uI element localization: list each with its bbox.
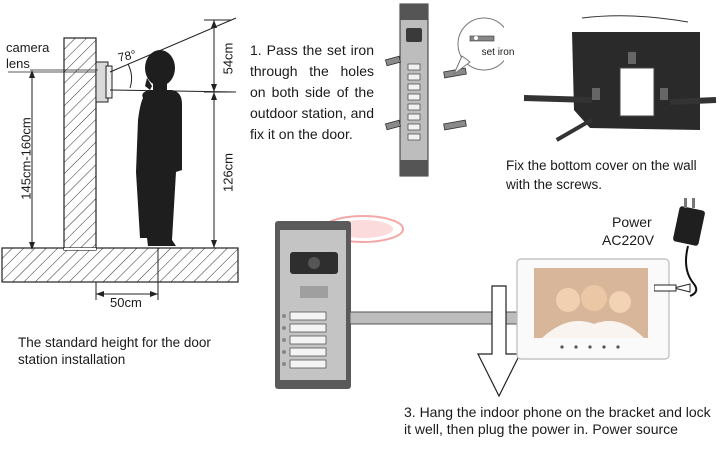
step3-text: 3. Hang the indoor phone on the bracket … [404,404,711,437]
dim-main-label: 126cm [220,152,236,193]
door-station-icon [384,3,504,177]
power-adapter-icon [654,198,705,297]
set-iron-label: set iron [481,47,515,58]
floor [1,247,239,283]
bracket-caption: Fix the bottom cover on the wall with th… [506,158,697,192]
step1-text: 1. Pass the set iron through the holes o… [250,42,374,142]
down-arrow [477,285,521,398]
standard-height-caption: The standard height for the door station… [18,335,211,367]
indoor-monitor-icon [516,258,670,360]
wall-bracket-icon [523,15,717,142]
camera-lens-label: camera lens [6,40,50,71]
camera-icon [95,61,113,103]
person-silhouette [136,50,182,246]
outdoor-station-front [275,221,351,389]
height-range-label: 145cm-160cm [18,117,34,200]
power-voltage-label: AC220V [602,232,655,248]
wall [63,37,97,251]
power-label: Power [612,214,652,230]
height-diagram [1,17,239,300]
dim-distance-label: 50cm [110,295,142,310]
dim-top-label: 54cm [220,42,236,75]
